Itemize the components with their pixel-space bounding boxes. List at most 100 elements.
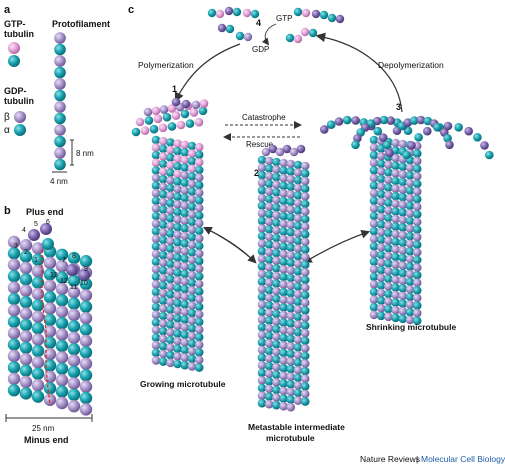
- curling-protofilament-subunit: [342, 115, 352, 125]
- growing-subunit: [187, 308, 197, 318]
- growing-subunit: [158, 182, 168, 192]
- panel-c: c Catastrophe Rescue Polymerization Depo…: [128, 4, 494, 443]
- metastable-subunit: [257, 398, 267, 408]
- metastable-subunit: [257, 155, 267, 165]
- lattice-subunit: [31, 253, 45, 266]
- metastable-subunit: [272, 248, 281, 258]
- metastable-subunit: [264, 225, 274, 234]
- metastable-subunit: [286, 402, 296, 412]
- gdp-tubulin-alpha-subunit: [14, 124, 26, 136]
- growing-subunit: [166, 305, 175, 314]
- lattice-subunit: [43, 382, 57, 395]
- shrinking-subunit: [412, 217, 422, 227]
- metastable-subunit: [272, 188, 281, 197]
- growing-subunit: [187, 210, 197, 219]
- growing-subunit: [187, 156, 197, 166]
- catastrophe-label: Catastrophe: [242, 113, 286, 122]
- growing-subunit: [180, 170, 190, 180]
- metastable-subunit: [257, 376, 267, 385]
- protofilament-subunit: [54, 112, 66, 125]
- shrinking-subunit: [369, 310, 379, 320]
- shrinking-subunit: [405, 262, 415, 271]
- lattice-subunit: [67, 388, 81, 401]
- metastable-subunit: [286, 288, 296, 298]
- lattice-subunit: [7, 292, 21, 306]
- lattice-subunit: [67, 274, 81, 287]
- shrinking-subunit: [391, 283, 400, 292]
- metastable-subunit: [286, 266, 296, 275]
- growing-microtubule: [131, 97, 209, 372]
- growing-subunit: [166, 138, 175, 147]
- growing-subunit: [166, 328, 175, 337]
- metastable-subunit: [293, 365, 303, 375]
- lattice-subunit: [67, 297, 81, 310]
- shrinking-subunit: [405, 216, 415, 226]
- metastable-subunit: [257, 163, 267, 172]
- lattice-cap-subunit: [42, 238, 54, 250]
- free-dimer-subunit: [293, 7, 303, 17]
- metastable-subunit: [272, 157, 281, 167]
- metastable-subunit: [300, 306, 310, 315]
- metastable-subunit: [264, 255, 274, 265]
- growing-subunit: [194, 226, 204, 236]
- growing-subunit: [158, 190, 168, 199]
- growing-subunit: [194, 203, 204, 213]
- metastable-subunit: [257, 216, 267, 226]
- gdp-tubulin-beta-subunit: [14, 111, 26, 123]
- lattice-subunit: [67, 365, 81, 379]
- growing-to-metastable-arrow: [204, 227, 257, 264]
- shrinking-subunit: [369, 173, 379, 183]
- growing-subunit: [166, 160, 175, 170]
- metastable-subunit: [272, 256, 281, 266]
- growing-subunit: [180, 330, 190, 340]
- lattice-subunit: [19, 273, 33, 286]
- gtp-tubulin-alpha-subunit: [8, 55, 20, 67]
- metastable-subunit: [279, 257, 288, 267]
- journal-name: Nature Reviews: [360, 454, 420, 464]
- growing-subunit: [158, 212, 168, 222]
- shrinking-subunit: [369, 234, 379, 244]
- lattice-cap-subunit: [28, 229, 40, 241]
- growing-subunit: [180, 269, 190, 279]
- growing-tip-subunit: [162, 112, 172, 122]
- metastable-subunit: [300, 298, 310, 308]
- shrinking-subunit: [398, 170, 408, 179]
- lattice-subunit: [31, 344, 45, 358]
- shrinking-subunit: [398, 208, 408, 217]
- shrinking-subunit: [384, 198, 393, 208]
- shrinking-subunit: [391, 222, 400, 231]
- shrinking-subunit: [405, 254, 415, 264]
- lattice-subunit: [67, 377, 81, 390]
- growing-tip-subunit: [189, 108, 199, 117]
- metastable-subunit: [272, 332, 281, 342]
- shrinking-subunit: [369, 166, 379, 175]
- growing-tip-subunit: [153, 114, 163, 124]
- growing-subunit: [166, 290, 175, 299]
- shrinking-subunit: [384, 289, 393, 299]
- metastable-tip-subunit: [261, 147, 271, 157]
- shrinking-subunit: [412, 316, 422, 326]
- curling-protofilament-subunit: [382, 140, 392, 150]
- growing-subunit: [151, 333, 161, 342]
- metastable-subunit: [257, 284, 267, 294]
- metastable-subunit: [279, 219, 288, 229]
- metastable-subunit: [279, 310, 288, 320]
- metastable-subunit: [293, 289, 303, 299]
- growing-subunit: [158, 349, 168, 359]
- metastable-subunit: [286, 250, 296, 260]
- lattice-subunit: [7, 384, 21, 397]
- metastable-subunit: [286, 167, 296, 176]
- metastable-subunit: [264, 194, 274, 204]
- shrinking-subunit: [405, 231, 415, 241]
- growing-subunit: [194, 249, 204, 258]
- shrinking-subunit: [398, 238, 408, 248]
- metastable-tip-subunit: [268, 144, 278, 154]
- free-dimer-subunit: [225, 24, 235, 34]
- depolymerization-label: Depolymerization: [378, 60, 444, 70]
- shrinking-subunit: [405, 209, 415, 218]
- growing-subunit: [151, 249, 161, 259]
- shrinking-to-metastable-arrow: [303, 231, 369, 264]
- curling-protofilament-subunit: [351, 116, 360, 125]
- panel-b-letter: b: [4, 205, 11, 217]
